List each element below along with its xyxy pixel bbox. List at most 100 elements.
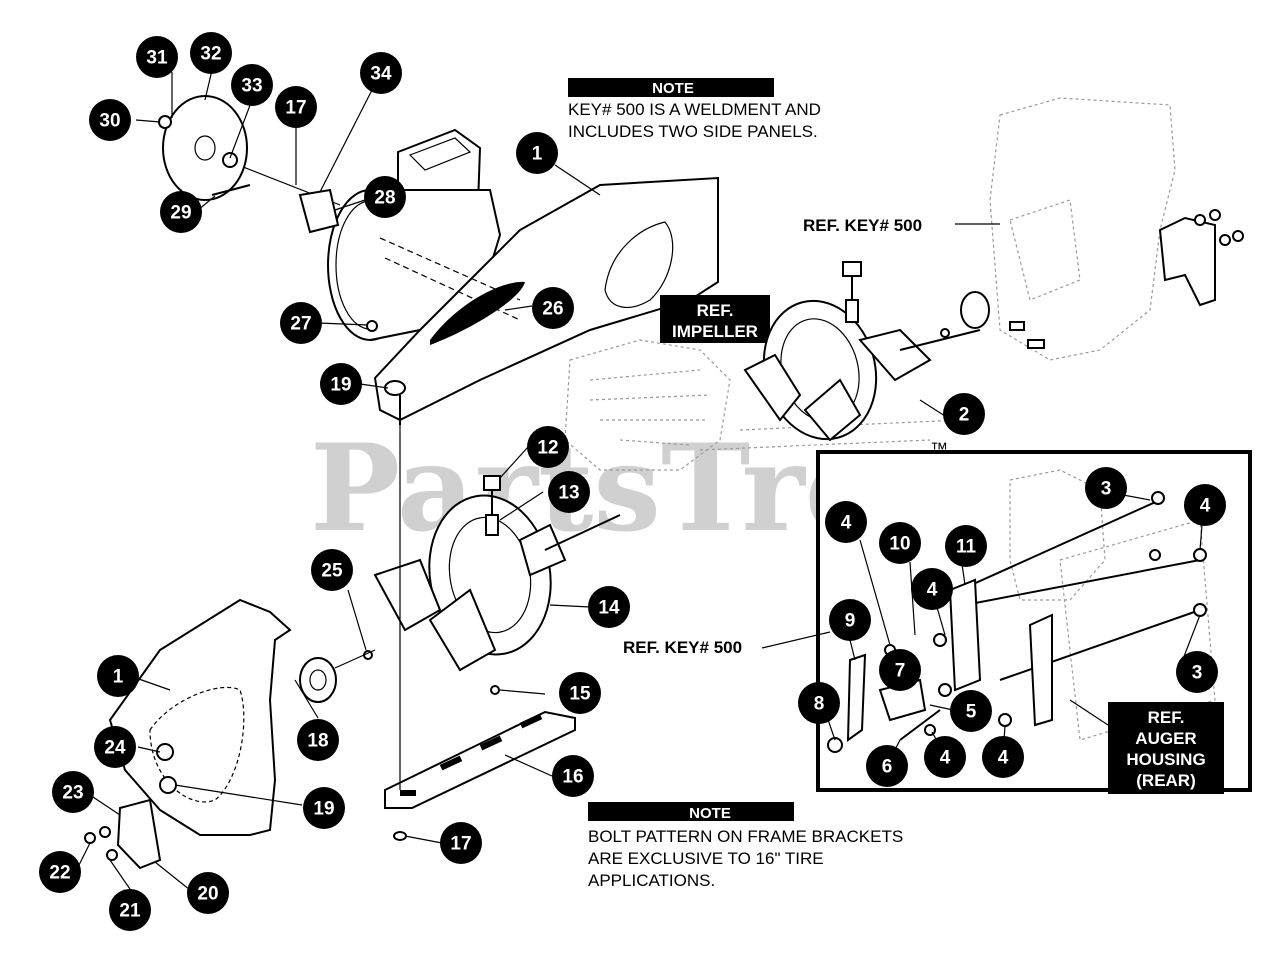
callout-29[interactable]: 29 <box>160 191 202 233</box>
svg-text:14: 14 <box>598 598 620 619</box>
callout-4-bottom-mid[interactable]: 4 <box>924 736 966 778</box>
callout-31[interactable]: 31 <box>136 36 178 78</box>
svg-text:10: 10 <box>889 534 910 555</box>
auger-right <box>743 261 981 442</box>
svg-text:17: 17 <box>450 834 471 855</box>
svg-text:22: 22 <box>49 863 70 884</box>
ref-auger-line1: REF. <box>1148 708 1185 727</box>
callout-17-bottom[interactable]: 17 <box>440 822 482 864</box>
callout-22[interactable]: 22 <box>39 851 81 893</box>
callout-11[interactable]: 11 <box>945 525 987 567</box>
side-panel-lower <box>84 598 376 870</box>
note-bottom-line2: ARE EXCLUSIVE TO 16" TIRE <box>588 849 824 868</box>
callout-13[interactable]: 13 <box>548 471 590 513</box>
callout-18[interactable]: 18 <box>297 719 339 761</box>
callout-10[interactable]: 10 <box>879 522 921 564</box>
callout-25[interactable]: 25 <box>311 549 353 591</box>
ref-key-inset: REF. KEY# 500 <box>623 638 742 657</box>
callout-2[interactable]: 2 <box>943 393 985 435</box>
note-bottom-header: NOTE <box>689 805 731 822</box>
svg-text:27: 27 <box>290 314 311 335</box>
inset-plate <box>948 578 982 692</box>
callout-27[interactable]: 27 <box>280 302 322 344</box>
callout-6[interactable]: 6 <box>866 745 908 787</box>
bearing-right <box>960 291 990 329</box>
svg-text:17: 17 <box>285 98 306 119</box>
svg-text:6: 6 <box>882 757 893 778</box>
callout-16[interactable]: 16 <box>552 755 594 797</box>
callout-14[interactable]: 14 <box>588 586 630 628</box>
svg-text:18: 18 <box>307 731 328 752</box>
svg-text:8: 8 <box>814 694 825 715</box>
callout-30[interactable]: 30 <box>89 99 131 141</box>
svg-text:24: 24 <box>104 738 126 759</box>
callout-7[interactable]: 7 <box>879 649 921 691</box>
svg-text:34: 34 <box>370 64 392 85</box>
callout-26[interactable]: 26 <box>532 287 574 329</box>
ref-auger-label: REF. AUGER HOUSING (REAR) <box>1108 702 1224 794</box>
callout-21[interactable]: 21 <box>109 889 151 931</box>
svg-text:4: 4 <box>1200 496 1211 517</box>
callout-32[interactable]: 32 <box>190 32 232 74</box>
svg-text:16: 16 <box>562 767 583 788</box>
callout-4-right-top[interactable]: 4 <box>1184 484 1226 526</box>
bearing-left <box>299 657 337 703</box>
svg-text:30: 30 <box>99 111 120 132</box>
svg-text:20: 20 <box>197 884 218 905</box>
ref-impeller-label: REF. IMPELLER <box>660 295 770 343</box>
callout-1-bottom[interactable]: 1 <box>97 655 139 697</box>
shave-plate-body <box>384 710 576 809</box>
note-top-line2: INCLUDES TWO SIDE PANELS. <box>568 122 818 141</box>
svg-text:32: 32 <box>200 44 221 65</box>
bracket <box>298 188 340 234</box>
callout-23[interactable]: 23 <box>52 771 94 813</box>
callout-4-bottom-right[interactable]: 4 <box>982 736 1024 778</box>
callout-33[interactable]: 33 <box>231 64 273 106</box>
svg-text:29: 29 <box>170 203 191 224</box>
note-bottom-header-bar <box>588 802 794 821</box>
callout-20[interactable]: 20 <box>187 872 229 914</box>
side-panel-ghost-right <box>940 97 1244 361</box>
note-bottom-line3: APPLICATIONS. <box>588 871 715 890</box>
note-bottom-line1: BOLT PATTERN ON FRAME BRACKETS <box>588 827 903 846</box>
side-panel-lower-body <box>108 598 292 836</box>
svg-text:25: 25 <box>321 561 343 582</box>
callout-9[interactable]: 9 <box>829 599 871 641</box>
callout-1-top[interactable]: 1 <box>516 132 558 174</box>
callout-15[interactable]: 15 <box>559 672 601 714</box>
svg-text:1: 1 <box>113 667 124 688</box>
frame-bracket-left <box>116 798 162 870</box>
svg-text:2: 2 <box>959 405 970 426</box>
callout-3-bottom[interactable]: 3 <box>1176 651 1218 693</box>
callout-24[interactable]: 24 <box>94 726 136 768</box>
svg-text:3: 3 <box>1192 663 1203 684</box>
callout-12[interactable]: 12 <box>527 426 569 468</box>
svg-text:13: 13 <box>558 483 579 504</box>
svg-text:31: 31 <box>146 48 168 69</box>
pulley <box>162 95 248 201</box>
callout-34[interactable]: 34 <box>360 52 402 94</box>
housing-slot <box>430 281 525 345</box>
svg-text:26: 26 <box>542 299 563 320</box>
callout-4-left-top[interactable]: 4 <box>825 501 867 543</box>
pin <box>211 184 251 196</box>
callout-8[interactable]: 8 <box>798 682 840 724</box>
callout-19-bottom[interactable]: 19 <box>303 787 345 829</box>
svg-text:4: 4 <box>927 580 938 601</box>
ref-auger-line4: (REAR) <box>1136 771 1196 790</box>
callout-19-top[interactable]: 19 <box>320 363 362 405</box>
svg-text:1: 1 <box>532 144 543 165</box>
callout-17-top[interactable]: 17 <box>275 86 317 128</box>
callout-5[interactable]: 5 <box>950 690 992 732</box>
callout-28[interactable]: 28 <box>364 176 406 218</box>
callouts: 31 32 33 30 34 17 29 28 1 26 27 19 2 12 … <box>39 32 1226 931</box>
note-top-header: NOTE <box>652 80 694 97</box>
svg-text:19: 19 <box>313 799 334 820</box>
svg-text:21: 21 <box>119 901 141 922</box>
callout-4-mid[interactable]: 4 <box>911 568 953 610</box>
svg-text:28: 28 <box>374 188 395 209</box>
callout-3-top[interactable]: 3 <box>1085 467 1127 509</box>
svg-text:33: 33 <box>241 76 262 97</box>
frame-bracket-right <box>1158 216 1216 307</box>
